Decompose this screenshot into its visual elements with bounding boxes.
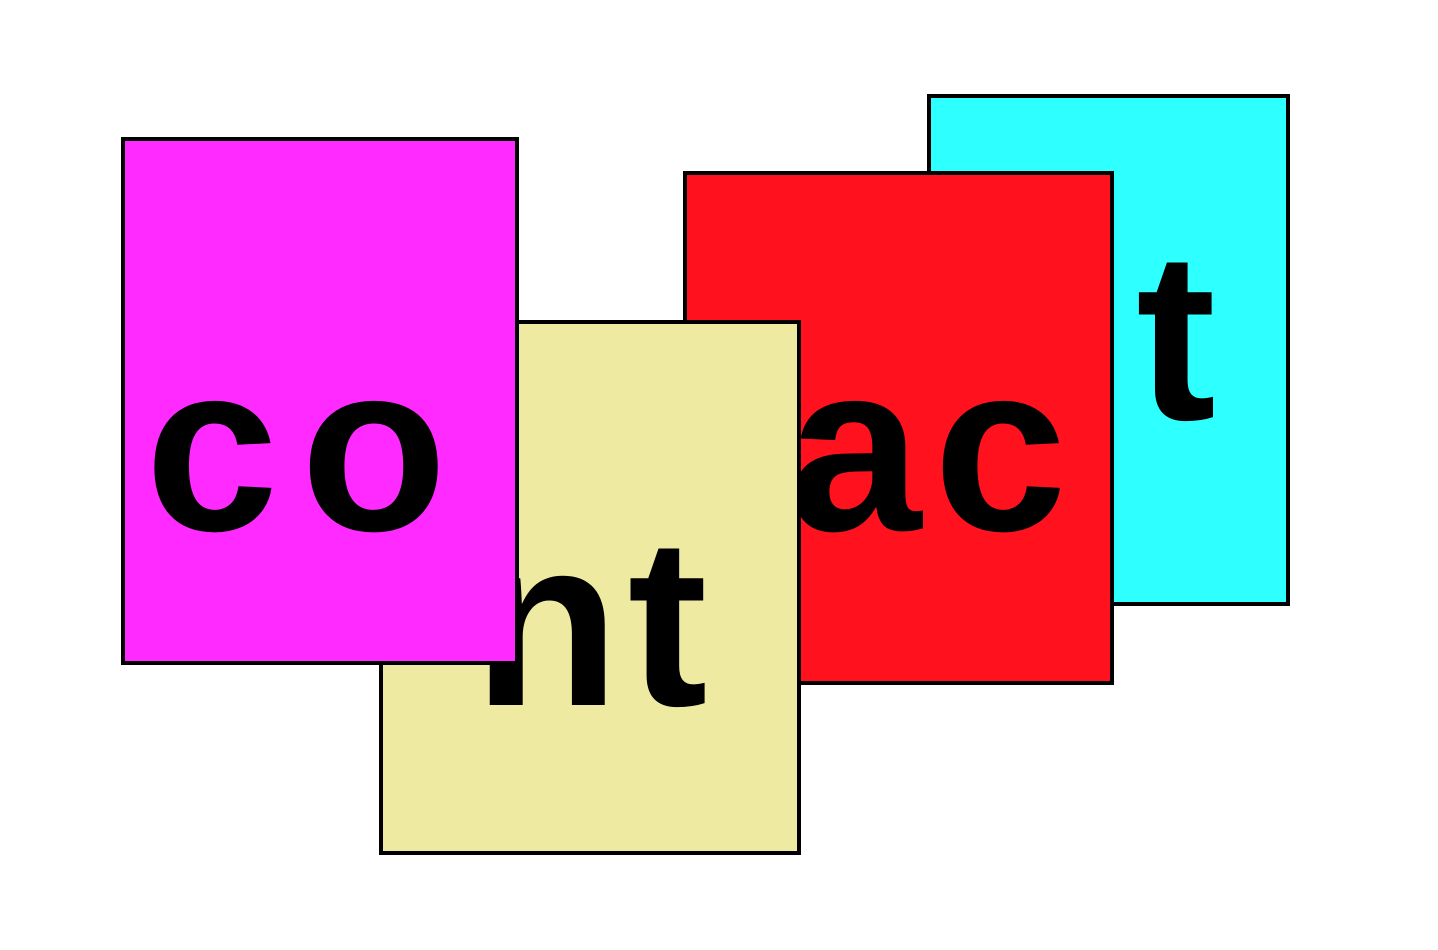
letter-card-magenta: co bbox=[121, 137, 519, 665]
letter-card-red: ac bbox=[683, 171, 1114, 685]
card-text-co: co bbox=[145, 313, 470, 581]
card-text-t: t bbox=[1136, 202, 1216, 470]
card-text-ac: ac bbox=[788, 313, 1079, 581]
